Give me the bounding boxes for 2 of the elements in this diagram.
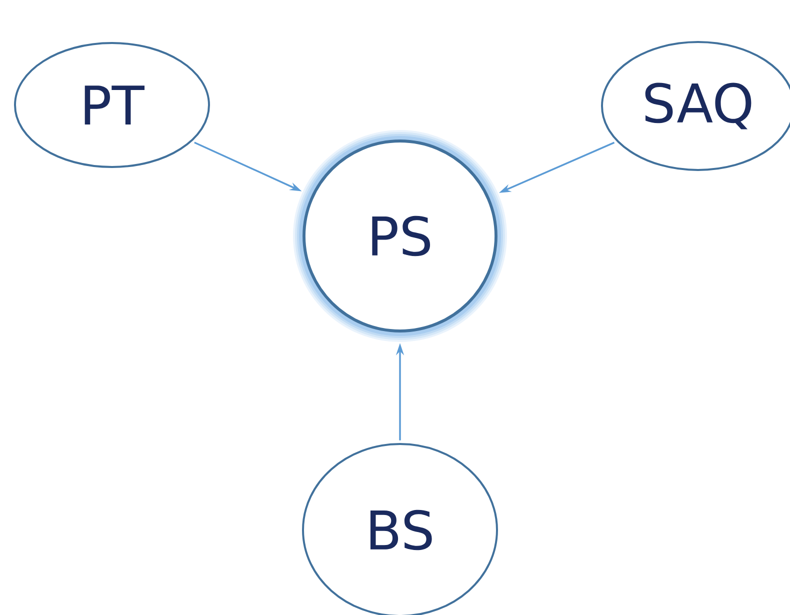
circle-node: PS bbox=[293, 130, 507, 342]
circle-node: PT bbox=[14, 42, 210, 168]
